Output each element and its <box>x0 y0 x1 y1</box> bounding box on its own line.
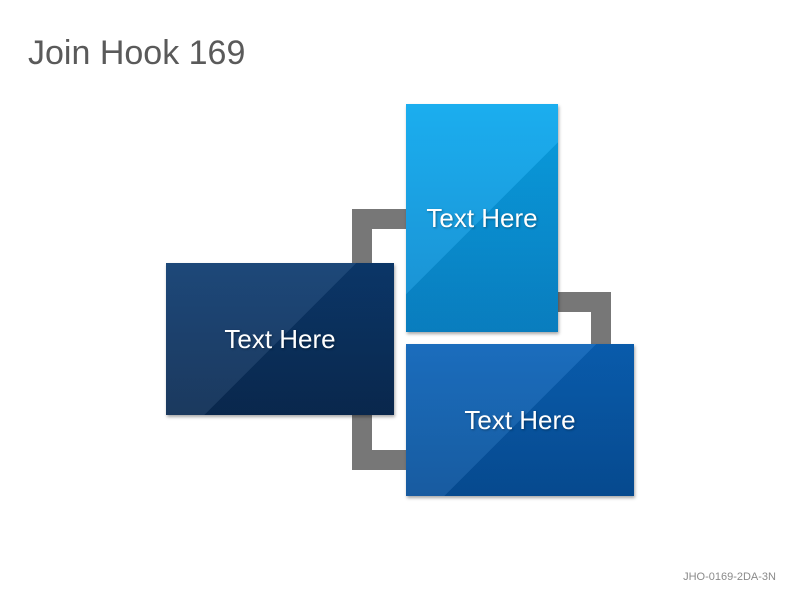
connector-left-top <box>352 209 408 265</box>
box-left-label: Text Here <box>224 323 336 354</box>
box-top-label: Text Here <box>426 202 538 233</box>
connector-top-bottom <box>556 292 611 346</box>
box-top: Text Here <box>406 104 558 332</box>
footer-code: JHO-0169-2DA-3N <box>683 571 776 583</box>
box-bottom: Text Here <box>406 344 634 496</box>
page-title: Join Hook 169 <box>28 34 246 72</box>
connector-left-bottom <box>352 413 408 470</box>
box-bottom-label: Text Here <box>464 404 576 435</box>
box-left: Text Here <box>166 263 394 415</box>
